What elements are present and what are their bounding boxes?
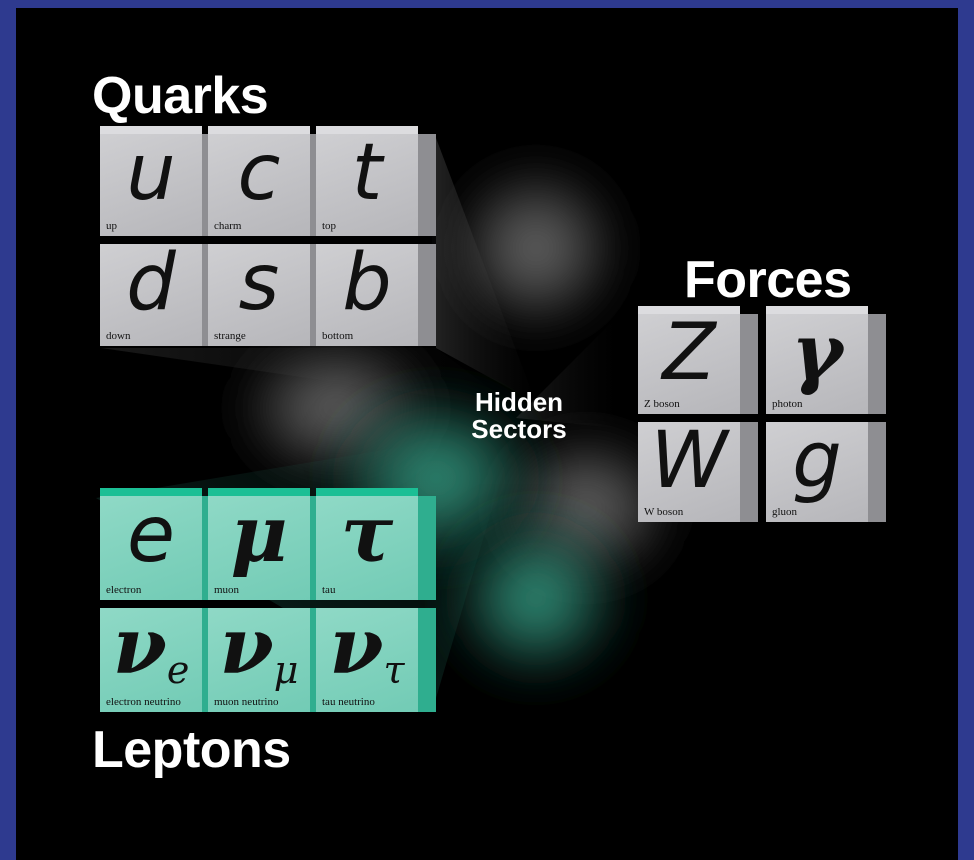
cube-side [418, 608, 436, 712]
cube-top [100, 126, 202, 134]
cube-face: γ photon [766, 314, 868, 414]
quark-symbol: t [351, 128, 383, 218]
lepton-cell-tau-neutrino: ντ tau neutrino [316, 608, 436, 712]
cube-side [740, 314, 758, 414]
force-cell-photon: γ photon [766, 306, 886, 414]
quark-symbol: u [126, 128, 176, 218]
force-symbol: γ [791, 307, 843, 398]
force-cell-z-boson: Z Z boson [638, 306, 758, 414]
cube-face: d down [100, 244, 202, 346]
lepton-name: tau neutrino [322, 696, 375, 708]
quark-cell-top: t top [316, 126, 436, 236]
force-name: Z boson [644, 398, 680, 410]
cube-top [208, 488, 310, 496]
lepton-symbol: ντ [316, 608, 418, 692]
quark-cell-charm: c charm [208, 126, 328, 236]
lepton-symbol-main: ν [329, 601, 384, 692]
quark-cell-strange: s strange [208, 244, 328, 346]
cube-face: νμ muon neutrino [208, 608, 310, 712]
lepton-symbol-main: ν [219, 601, 274, 692]
lepton-symbol: τ [316, 496, 418, 574]
force-symbol: Z [662, 308, 716, 398]
quark-name: bottom [322, 330, 354, 342]
cube-side [418, 134, 436, 236]
lepton-symbol-subscript: τ [383, 648, 405, 692]
quark-name: down [106, 330, 131, 342]
lepton-name: tau [322, 584, 336, 596]
leptons-title: Leptons [92, 721, 291, 779]
lepton-symbol-main: τ [340, 489, 394, 580]
quark-cell-up: u up [100, 126, 220, 236]
lepton-name: electron neutrino [106, 696, 181, 708]
lepton-symbol-main: e [127, 490, 175, 580]
cube-face: τ tau [316, 496, 418, 600]
cube-face: ντ tau neutrino [316, 608, 418, 712]
cube-face: Z Z boson [638, 314, 740, 414]
lepton-symbol: μ [208, 496, 310, 574]
quark-name: up [106, 220, 117, 232]
force-name: gluon [772, 506, 798, 518]
cube-face: b bottom [316, 244, 418, 346]
quark-name: charm [214, 220, 242, 232]
lepton-cell-muon: μ muon [208, 488, 328, 600]
force-cell-w-boson: W W boson [638, 422, 758, 522]
quark-symbol: d [126, 238, 176, 328]
cube-side [418, 244, 436, 346]
force-symbol: g [792, 416, 842, 506]
hidden-sectors-line: Sectors [471, 414, 567, 444]
force-name: photon [772, 398, 803, 410]
lepton-symbol-subscript: e [166, 648, 190, 692]
cube-side [740, 422, 758, 522]
cube-face: W W boson [638, 422, 740, 522]
quark-symbol: s [238, 238, 280, 328]
cube-face: t top [316, 134, 418, 236]
quark-symbol: c [237, 128, 281, 218]
quark-symbol: b [342, 238, 392, 328]
force-cell-gluon: g gluon [766, 422, 886, 522]
cube-side [868, 422, 886, 522]
lepton-cell-tau: τ tau [316, 488, 436, 600]
cube-top [316, 126, 418, 134]
quark-name: top [322, 220, 337, 232]
quarks-title: Quarks [92, 67, 269, 125]
quark-name: strange [214, 330, 246, 342]
force-symbol: W [650, 416, 728, 506]
cube-side [418, 496, 436, 600]
lepton-symbol: νμ [208, 608, 310, 692]
cube-top [316, 488, 418, 496]
lepton-cell-muon-neutrino: νμ muon neutrino [208, 608, 328, 712]
hidden-sectors-label: Hidden Sectors [452, 389, 586, 443]
cube-face: e electron [100, 496, 202, 600]
cube-face: u up [100, 134, 202, 236]
cube-top [100, 488, 202, 496]
lepton-symbol: νe [100, 608, 202, 692]
lepton-symbol-subscript: μ [273, 648, 299, 692]
lepton-symbol-main: ν [112, 601, 167, 692]
forces-title: Forces [684, 251, 852, 309]
cube-face: μ muon [208, 496, 310, 600]
cube-top [766, 306, 868, 314]
diagram-frame: Quarks Forces Leptons Hidden Sectors u u… [16, 8, 958, 860]
cube-face: g gluon [766, 422, 868, 522]
quark-cell-down: d down [100, 244, 220, 346]
cube-top [208, 126, 310, 134]
cube-face: s strange [208, 244, 310, 346]
lepton-symbol: e [100, 496, 202, 574]
cube-face: c charm [208, 134, 310, 236]
lepton-symbol-main: μ [230, 489, 288, 580]
force-name: W boson [644, 506, 684, 518]
lepton-name: muon [214, 584, 240, 596]
hidden-sectors-line: Hidden [474, 387, 564, 417]
lepton-name: muon neutrino [214, 696, 279, 708]
cube-face: νe electron neutrino [100, 608, 202, 712]
cube-side [868, 314, 886, 414]
lepton-cell-electron: e electron [100, 488, 220, 600]
quark-cell-bottom: b bottom [316, 244, 436, 346]
lepton-name: electron [106, 584, 142, 596]
lepton-cell-electron-neutrino: νe electron neutrino [100, 608, 220, 712]
cube-top [638, 306, 740, 314]
